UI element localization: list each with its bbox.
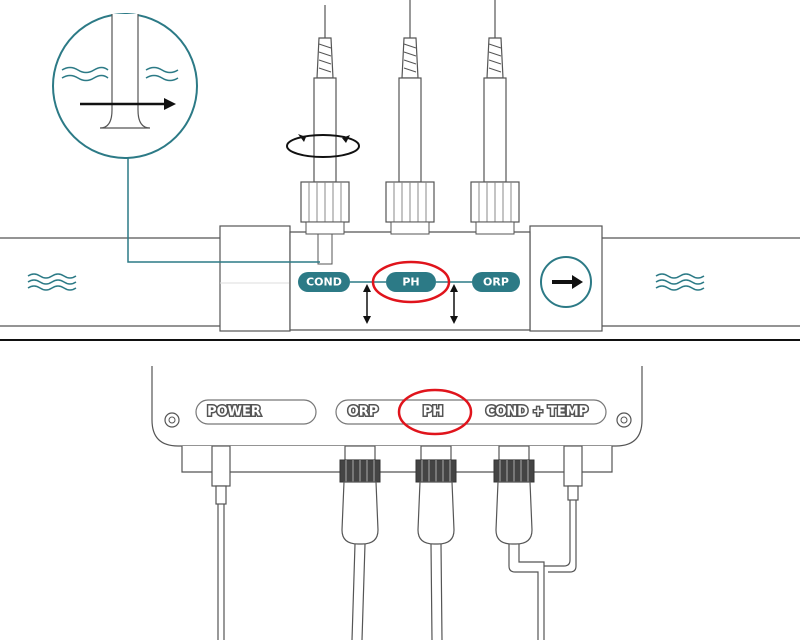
power-cable <box>211 445 231 640</box>
ph-port-highlight-ring <box>397 388 473 436</box>
rotate-arrows-icon <box>286 134 360 158</box>
bnc-connector-orp <box>339 445 381 640</box>
power-label-pill <box>195 399 317 425</box>
controller-panel: POWER ORP PH COND + TEMP <box>151 366 643 640</box>
sensor-label-orp: ORP <box>472 272 520 292</box>
up-down-arrow-icon <box>363 284 371 324</box>
arrow-right-icon <box>552 275 583 289</box>
water-wave-icon <box>655 273 705 291</box>
ph-port-label: PH <box>423 405 443 420</box>
sensor-label-cond-text: COND <box>306 276 342 289</box>
magnifier-callout <box>52 13 320 263</box>
up-down-arrow-icon <box>450 284 458 324</box>
sensor-label-ph: PH <box>386 272 436 292</box>
power-label: POWER <box>207 405 261 420</box>
pipe-coupling-left <box>219 225 291 332</box>
probe-orp <box>470 0 520 235</box>
cond-temp-port-label: COND + TEMP <box>486 405 588 420</box>
sensor-label-cond: COND <box>298 272 350 292</box>
pipe-assembly: COND PH ORP <box>0 0 800 332</box>
temp-cable <box>544 445 583 573</box>
bnc-connector-ph <box>415 445 457 640</box>
sensor-label-ph-text: PH <box>402 276 419 289</box>
bnc-connector-cond-temp <box>493 445 545 640</box>
water-wave-icon <box>27 273 77 291</box>
probe-ph <box>385 0 435 235</box>
sensor-label-orp-text: ORP <box>483 276 509 289</box>
arrow-right-icon <box>80 98 176 110</box>
ph-highlight-ring <box>371 260 451 304</box>
orp-port-label: ORP <box>348 405 379 420</box>
